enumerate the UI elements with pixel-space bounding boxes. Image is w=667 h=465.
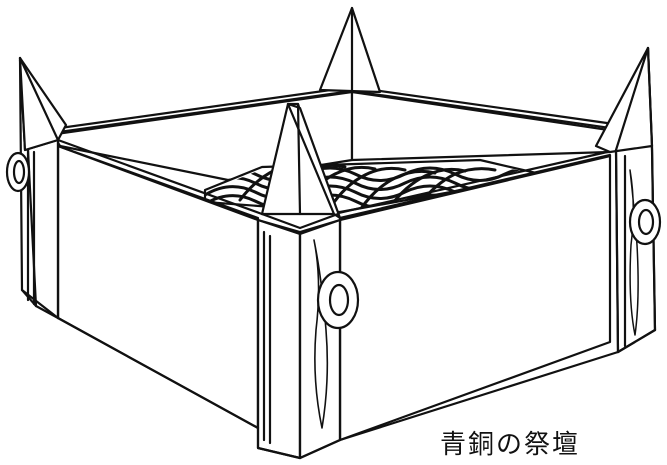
front-corner-post — [256, 102, 342, 460]
right-corner-post — [594, 46, 657, 354]
left-corner-post — [18, 56, 68, 320]
ring-handle-icon — [5, 151, 31, 193]
back-horn — [318, 6, 382, 94]
ring-handle-icon — [628, 198, 662, 246]
base-edges — [56, 316, 620, 442]
ring-handle-icon — [316, 270, 360, 330]
caption: 青銅の祭壇 — [440, 430, 581, 460]
back-wall-right — [350, 85, 630, 162]
